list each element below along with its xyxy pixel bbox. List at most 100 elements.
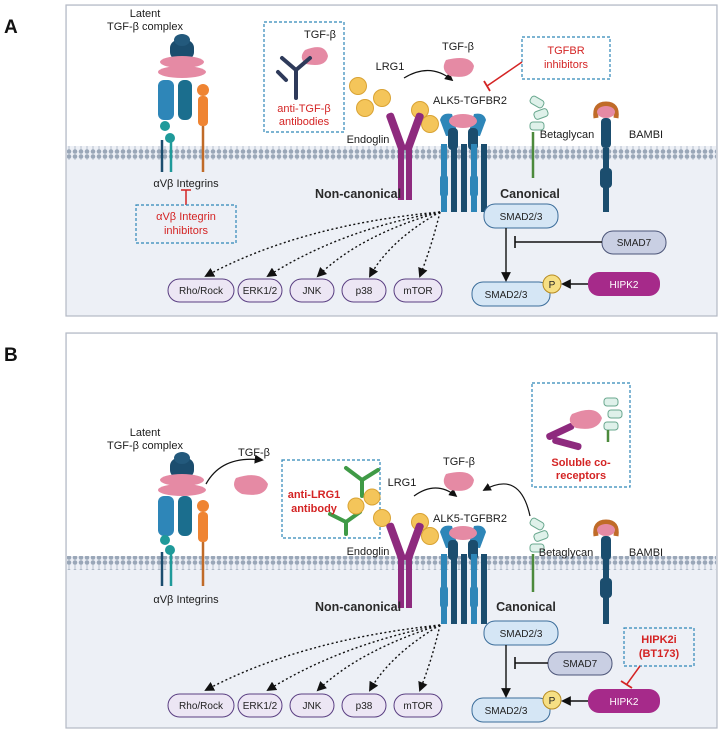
latent-tgfb-complex-a (158, 34, 209, 172)
output-label: Rho/Rock (179, 701, 224, 712)
hipk2i-label-b-2: (BT173) (639, 648, 680, 660)
integrin-inhibitor-label-a-1: αVβ Integrin (156, 211, 216, 223)
output-label: ERK1/2 (243, 286, 278, 297)
phospho-label-b: P (549, 696, 556, 707)
latent-label-b-1: Latent (130, 427, 161, 439)
latent-tgfb-complex-b (158, 452, 209, 586)
tgfb-label-a: TGF-β (442, 41, 474, 53)
panel-letter-a: A (4, 17, 18, 38)
canonical-label-b: Canonical (496, 600, 556, 614)
integrin-inhibitor-label-a-2: inhibitors (164, 225, 209, 237)
tgfbr-inhibitor-label-a-2: inhibitors (544, 59, 589, 71)
antibody-label-b-1: anti-LRG1 (288, 489, 341, 501)
smad7-label-b: SMAD7 (563, 659, 598, 670)
hipk2i-label-b-1: HIPK2i (641, 634, 676, 646)
endoglin-receptor-b (386, 522, 424, 608)
lrg1-label-b: LRG1 (388, 477, 417, 489)
phospho-badge-b (542, 690, 562, 710)
hipk2i-box-b (623, 627, 695, 667)
anti-tgfb-box-a (263, 21, 345, 133)
hipk2-label-a: HIPK2 (610, 280, 639, 291)
soluble-label-b-2: receptors (556, 470, 606, 482)
lrg1-ball (421, 527, 439, 545)
antibody-label-a-2: antibodies (279, 116, 330, 128)
latent-label-b-2: TGF-β complex (107, 440, 184, 452)
smad7-label-a: SMAD7 (617, 238, 652, 249)
output-label: mTOR (403, 286, 432, 297)
smad23-p-pill-b (471, 697, 551, 723)
receptor-label-a: ALK5-TGFBR2 (433, 95, 507, 107)
output-label: JNK (303, 286, 322, 297)
betaglycan-label-a: Betaglycan (540, 129, 594, 141)
smad23-label-b: SMAD2/3 (500, 629, 543, 640)
lrg1-arrow-b (413, 487, 458, 498)
hipk2-label-b: HIPK2 (610, 697, 639, 708)
non-canonical-arrows-b (204, 624, 441, 692)
alk5-tgfbr2-receptor-a (440, 113, 487, 212)
lrg1-ball (356, 99, 374, 117)
tgfb-ligand-b (443, 472, 474, 491)
latent-label-a-1: Latent (130, 8, 161, 20)
cell-membrane-b (67, 556, 716, 570)
lrg1-arrow-a (403, 69, 454, 82)
lrg1-ball (347, 497, 365, 515)
antibody-label-b-2: antibody (291, 503, 338, 515)
lrg1-ball (421, 115, 439, 133)
betaglycan-label-b: Betaglycan (539, 547, 593, 559)
hipk2i-inhibition-bar-b (620, 680, 633, 689)
antibody-label-a-1: anti-TGF-β (277, 103, 330, 115)
tgfb-release-arrow-b (205, 454, 264, 485)
lrg1-label-a: LRG1 (376, 61, 405, 73)
betaglycan-arrow-b (482, 483, 531, 517)
hipk2i-inhibition-line-b (626, 665, 641, 685)
smad23-label-a: SMAD2/3 (500, 212, 543, 223)
tgfb-label-b: TGF-β (443, 456, 475, 468)
phospho-badge-a (542, 274, 562, 294)
output-pills-a: Rho/Rock ERK1/2 JNK p38 mTOR (167, 278, 443, 303)
betaglycan-receptor-a (529, 95, 549, 178)
tgfb-ligand-a (443, 58, 474, 77)
lrg1-ball (373, 509, 391, 527)
tgfb-released-ligand-b (234, 475, 268, 495)
lrg1-ball (363, 488, 381, 506)
output-pills-b: Rho/Rock ERK1/2 JNK p38 mTOR (167, 693, 443, 718)
tgfbr-inhibitor-label-a-1: TGFBR (547, 45, 584, 57)
panel-b: B Latent TGF-β complex αVβ Integrins TGF… (4, 332, 718, 729)
output-label: mTOR (403, 701, 432, 712)
soluble-coreceptors-box-b (531, 382, 631, 488)
bambi-label-a: BAMBI (629, 129, 663, 141)
output-label: ERK1/2 (243, 701, 278, 712)
betaglycan-receptor-b (529, 517, 549, 592)
soluble-label-b-1: Soluble co- (551, 457, 611, 469)
smad23-p-label-b: SMAD2/3 (485, 706, 528, 717)
lrg1-ball (349, 77, 367, 95)
non-canonical-arrows-a (204, 211, 441, 278)
smad23-p-pill-a (471, 281, 551, 307)
output-label: p38 (356, 286, 373, 297)
phospho-label-a: P (549, 280, 556, 291)
output-label: p38 (356, 701, 373, 712)
integrins-label-a: αVβ Integrins (153, 178, 219, 190)
bambi-receptor-b (593, 519, 619, 624)
integrins-label-b: αVβ Integrins (153, 594, 219, 606)
extracellular-space-b (67, 334, 716, 556)
endoglin-label-a: Endoglin (347, 134, 390, 146)
box-tgfb-label-a: TGF-β (304, 29, 336, 41)
endoglin-receptor-a (386, 112, 424, 200)
smad23-pill-a (483, 203, 559, 229)
soluble-coreceptor-icon (546, 397, 623, 451)
endoglin-label-b: Endoglin (347, 546, 390, 558)
integrin-inhibitor-box-a (135, 204, 237, 244)
tgfbr-inhibition-bar-a (483, 80, 491, 92)
bambi-receptor-a (593, 101, 619, 212)
smad23-pill-b (483, 620, 559, 646)
panel-a: A Latent TGF-β complex αVβ Integrins αVβ (4, 4, 718, 317)
anti-tgfb-antibody-icon (276, 56, 312, 100)
latent-label-a-2: TGF-β complex (107, 21, 184, 33)
tgfbr-inhibition-line-a (486, 61, 523, 87)
alk5-tgfbr2-receptor-b (440, 525, 487, 624)
smad23-p-label-a: SMAD2/3 (485, 290, 528, 301)
receptor-label-b: ALK5-TGFBR2 (433, 513, 507, 525)
lrg1-ball (373, 89, 391, 107)
